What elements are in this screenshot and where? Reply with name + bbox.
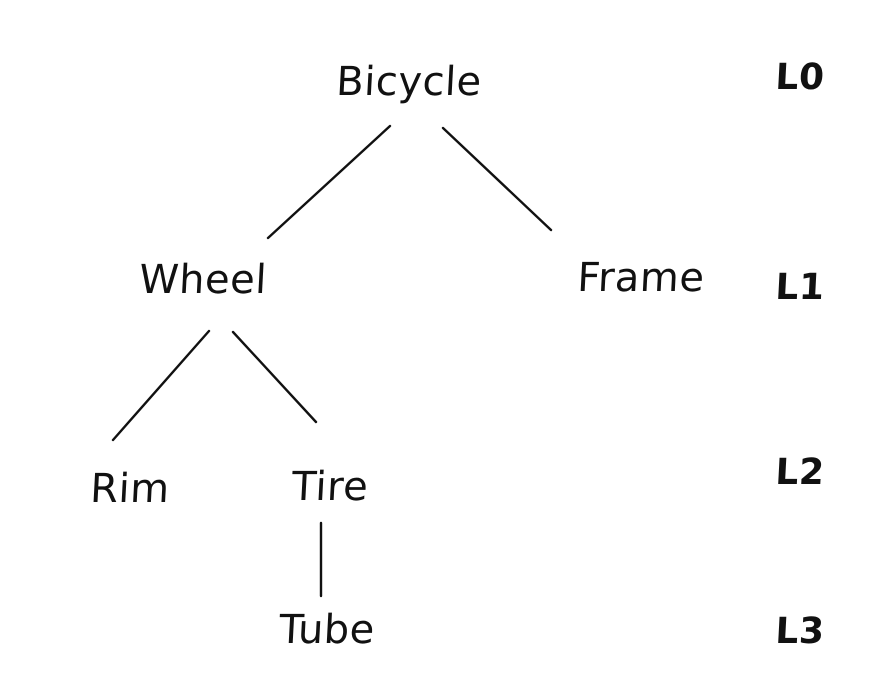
edge-wheel-tire (231, 330, 318, 424)
node-bicycle[interactable]: Bicycle (335, 59, 483, 105)
level-label-l0: L0 (774, 57, 826, 98)
node-tire[interactable]: Tire (290, 464, 370, 510)
level-label-l1: L1 (774, 267, 826, 308)
node-tube[interactable]: Tube (277, 607, 377, 653)
edge-group (111, 124, 553, 598)
node-rim[interactable]: Rim (89, 466, 171, 512)
node-wheel[interactable]: Wheel (137, 257, 269, 303)
level-label-l2: L2 (774, 452, 826, 493)
level-label-l3: L3 (774, 611, 826, 652)
node-frame[interactable]: Frame (576, 255, 706, 301)
edge-wheel-rim (111, 329, 211, 442)
edge-bicycle-wheel (266, 124, 392, 240)
edge-bicycle-frame (441, 126, 553, 232)
